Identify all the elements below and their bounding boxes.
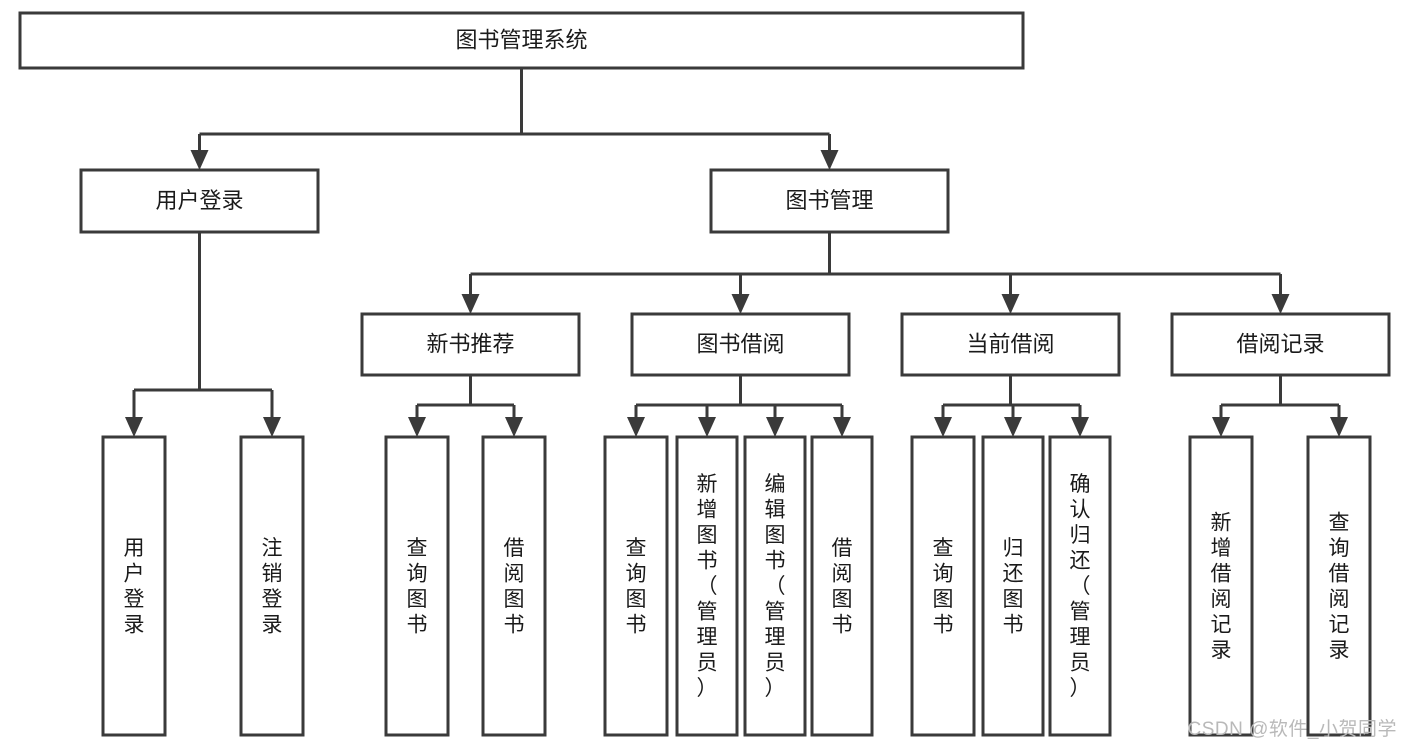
node-leaf-query-book-3-label: 查询图书 [933,537,954,637]
node-root-label: 图书管理系统 [455,27,587,52]
arrow-head-icon [1071,417,1089,437]
arrow-head-icon [698,417,716,437]
arrow-head-icon [1212,417,1230,437]
node-leaf-borrow-book-2-label: 借阅图书 [832,537,853,637]
node-leaf-confirm-return[interactable] [1048,435,1112,737]
node-leaf-add-record-label: 新增借阅记录 [1211,511,1232,662]
arrow-head-icon [505,417,523,437]
node-leaf-query-book-1[interactable] [384,435,450,737]
node-leaf-edit-book-label: 编辑图书（管理员） [765,473,786,700]
node-leaf-query-book-3[interactable] [910,435,976,737]
node-leaf-query-book-2[interactable] [603,435,669,737]
node-leaf-add-book-label: 新增图书（管理员） [697,473,718,700]
arrow-head-icon [627,417,645,437]
node-borrow-record[interactable] [1170,312,1391,377]
node-root[interactable] [18,11,1025,70]
node-new-book-rec[interactable] [360,312,581,377]
node-user-login-label: 用户登录 [155,188,243,213]
node-leaf-query-record-label: 查询借阅记录 [1329,511,1350,662]
node-leaf-add-record[interactable] [1188,435,1254,737]
node-leaf-user-login-label: 用户登录 [124,537,145,637]
node-leaf-logout-label: 注销登录 [262,537,283,637]
node-leaf-return-book[interactable] [981,435,1045,737]
arrow-head-icon [1004,417,1022,437]
node-leaf-return-book-label: 归还图书 [1003,537,1024,637]
node-leaf-query-record[interactable] [1306,435,1372,737]
node-leaf-query-book-1-label: 查询图书 [407,537,428,637]
arrow-head-icon [833,417,851,437]
node-leaf-logout[interactable] [239,435,305,737]
node-user-login[interactable] [79,168,320,234]
node-leaf-borrow-book-1[interactable] [481,435,547,737]
arrow-head-icon [934,417,952,437]
node-current-borrow-label: 当前借阅 [966,331,1054,356]
node-leaf-user-login[interactable] [101,435,167,737]
node-book-borrow-label: 图书借阅 [696,331,784,356]
arrow-head-icon [125,417,143,437]
node-leaf-confirm-return-label: 确认归还（管理员） [1070,473,1091,700]
node-leaf-add-book[interactable] [675,435,739,737]
arrow-head-icon [731,294,750,314]
node-book-borrow[interactable] [630,312,851,377]
arrow-head-icon [1271,294,1290,314]
node-current-borrow[interactable] [900,312,1121,377]
arrow-head-icon [1330,417,1348,437]
node-borrow-record-label: 借阅记录 [1236,331,1324,356]
arrow-head-icon [263,417,281,437]
arrow-head-icon [820,150,839,170]
node-leaf-query-book-2-label: 查询图书 [626,537,647,637]
node-book-manage-label: 图书管理 [785,188,873,213]
node-new-book-rec-label: 新书推荐 [426,331,514,356]
node-labels: 图书管理系统用户登录图书管理新书推荐图书借阅当前借阅借阅记录用户登录注销登录查询… [124,27,1350,700]
arrow-head-icon [408,417,426,437]
node-leaf-borrow-book-2[interactable] [810,435,874,737]
node-leaf-edit-book[interactable] [743,435,807,737]
connector-lines [125,68,1348,437]
arrow-head-icon [190,150,209,170]
arrow-head-icon [766,417,784,437]
arrow-head-icon [1001,294,1020,314]
node-boxes [18,11,1391,737]
node-leaf-borrow-book-1-label: 借阅图书 [504,537,525,637]
arrow-head-icon [461,294,480,314]
node-book-manage[interactable] [709,168,950,234]
